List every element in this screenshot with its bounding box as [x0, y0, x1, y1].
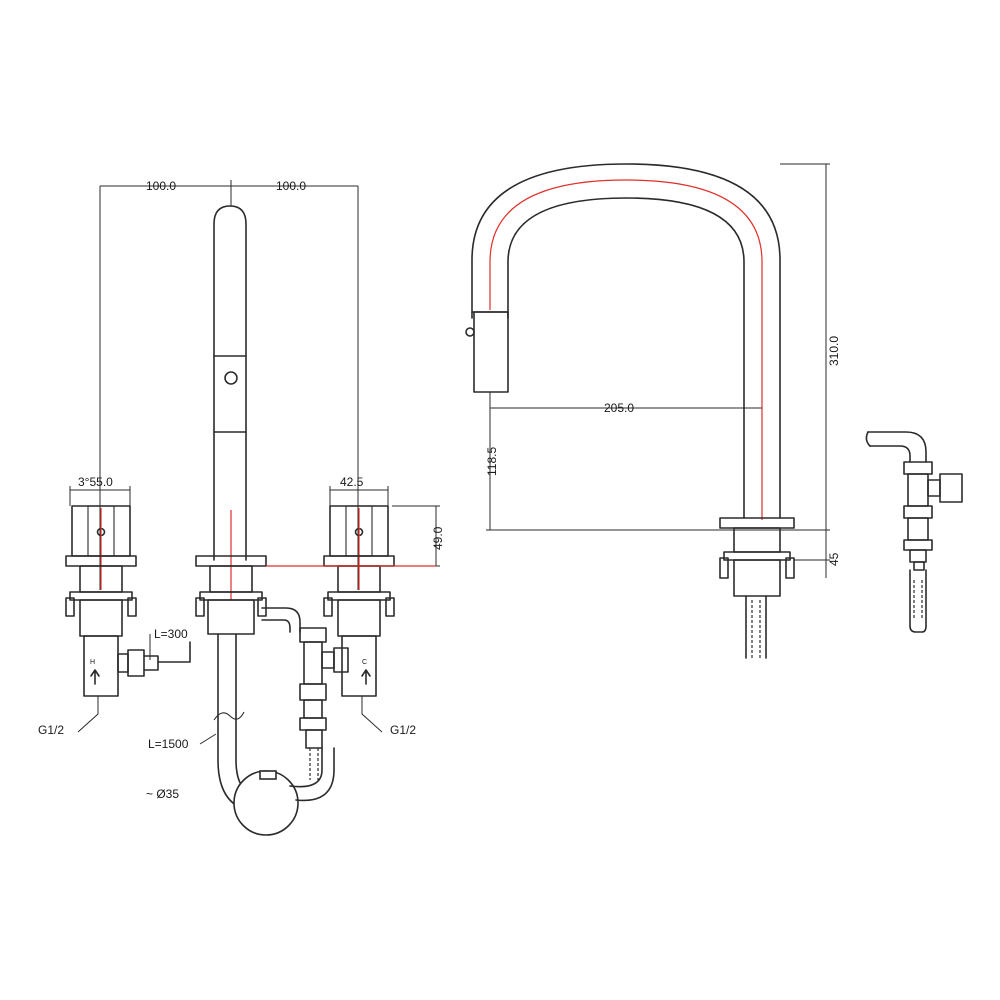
deck-height-label: 45 — [827, 552, 841, 566]
hose-weight — [233, 770, 299, 836]
spout-height-label: 310.0 — [827, 336, 841, 366]
width-left-label: 100.0 — [146, 179, 176, 193]
spray-toggle-icon — [465, 327, 475, 337]
inlet-right-label: G1/2 — [390, 723, 416, 737]
gooseneck-spout-side: 205.0 118.5 310.0 45 — [465, 163, 841, 659]
left-handle-valve: 3°55.0 H L=300 G1/2 — [38, 475, 191, 737]
top-width-dimension: 100.0 100.0 — [99, 179, 359, 590]
spout-reach-label: 205.0 — [604, 401, 634, 415]
weight-diameter-label: ~ Ø35 — [146, 787, 179, 801]
handle-right-label: 42.5 — [340, 475, 364, 489]
centre-spout-front — [195, 205, 335, 836]
right-handle-valve: 42.5 49.0 C G1/2 — [266, 475, 445, 737]
spray-height-label: 118.5 — [485, 447, 499, 476]
cold-mark: C — [362, 659, 367, 666]
hose-long-label: L=1500 — [148, 737, 189, 751]
handle-left-label: 3°55.0 — [78, 475, 113, 489]
spray-button-icon — [224, 371, 238, 385]
inlet-left-label: G1/2 — [38, 723, 64, 737]
hose-short-label: L=300 — [154, 627, 188, 641]
hot-mark: H — [90, 659, 95, 666]
diverter-valve-assembly: L=1500 ~ Ø35 — [146, 607, 349, 801]
handle-height-label: 49.0 — [431, 526, 445, 550]
width-right-label: 100.0 — [276, 179, 306, 193]
valve-side-detail — [865, 431, 963, 633]
